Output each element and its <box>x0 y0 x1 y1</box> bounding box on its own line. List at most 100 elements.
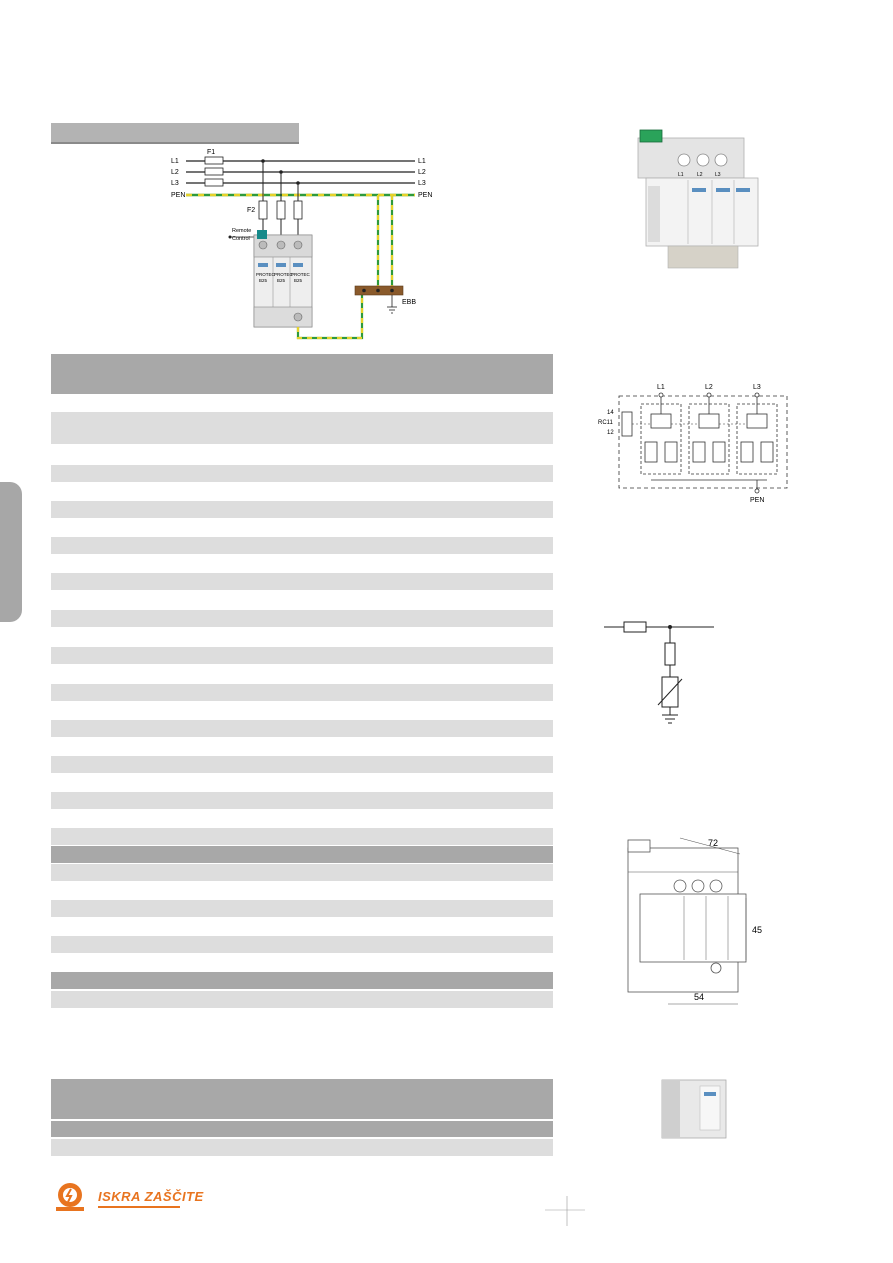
dimension-drawing: 72 45 54 <box>627 837 762 1005</box>
disconnector <box>746 413 768 429</box>
logo-bolt <box>65 1188 73 1203</box>
contact-label: RC11 <box>598 420 614 426</box>
line-label-right: PEN <box>418 192 432 199</box>
table-row <box>51 1139 553 1156</box>
table-row <box>51 756 553 773</box>
fuse-f1 <box>204 178 224 187</box>
varistor <box>740 441 754 463</box>
table-section-row <box>51 972 553 989</box>
module-photo <box>661 1079 727 1139</box>
table-row <box>51 900 553 917</box>
fuse-f2 <box>293 200 303 220</box>
earth-wire-stripe <box>296 295 364 340</box>
junction-dot <box>279 170 283 174</box>
terminal-screw <box>293 240 303 250</box>
phase-label: L3 <box>753 384 761 391</box>
contact-label: 12 <box>607 430 614 436</box>
company-logo-icon <box>56 1183 84 1211</box>
terminal-label: L2 <box>697 172 703 178</box>
table-row <box>51 684 553 701</box>
table-section-row <box>51 1121 553 1137</box>
status-window <box>736 188 750 192</box>
remote-terminal-block <box>257 230 267 239</box>
line-label-left: L1 <box>171 158 179 165</box>
fuse-symbol <box>664 642 676 666</box>
product-top-block <box>637 137 745 179</box>
table-row <box>51 792 553 809</box>
terminal-screw <box>258 240 268 250</box>
module-code: B25 <box>277 278 286 283</box>
junction-dot <box>261 159 265 163</box>
section-heading-bar <box>51 123 299 144</box>
module-brand: PROTEC <box>256 272 276 277</box>
phase-terminal <box>754 392 760 398</box>
line-label-right: L3 <box>418 180 426 187</box>
terminal-outline <box>691 879 705 893</box>
terminal-screw <box>276 240 286 250</box>
line-label-right: L1 <box>418 158 426 165</box>
table-row <box>51 828 553 845</box>
fuse-f2-label: F2 <box>247 207 255 214</box>
phase-label: L1 <box>657 384 665 391</box>
green-connector <box>639 129 663 143</box>
fuse-symbol <box>623 621 647 633</box>
side-tab <box>0 482 22 622</box>
module-code: B25 <box>294 278 303 283</box>
ebb-label: EBB <box>402 299 416 306</box>
dimension-line <box>679 837 741 855</box>
remote-contact <box>621 411 633 437</box>
crop-mark <box>545 1196 585 1226</box>
pen-terminal <box>754 488 760 494</box>
remote-terminal <box>228 235 232 239</box>
disconnector <box>650 413 672 429</box>
single-line-symbol <box>604 621 714 724</box>
contact-label: 14 <box>607 410 614 416</box>
table-row <box>51 501 553 518</box>
dimension-height: 45 <box>752 925 762 935</box>
fuse-f2 <box>276 200 286 220</box>
terminal-hole <box>714 153 728 167</box>
module-brand: PROTEC <box>291 272 311 277</box>
module-side <box>662 1080 680 1138</box>
terminal-hole <box>677 153 691 167</box>
pen-label: PEN <box>750 497 764 504</box>
status-window <box>716 188 730 192</box>
control-label: Control <box>232 236 250 242</box>
module-brand: PROTEC <box>274 272 294 277</box>
table-row <box>51 647 553 664</box>
disconnector <box>698 413 720 429</box>
product-photo: L1 L2 L3 <box>637 129 759 269</box>
phase-label: L2 <box>705 384 713 391</box>
status-window <box>258 263 268 267</box>
table-row <box>51 610 553 627</box>
module-face <box>699 1085 721 1131</box>
varistor <box>712 441 726 463</box>
wiring-diagram: L1 L2 L3 PEN L1 L2 L3 PEN F1 F2 Remote C… <box>171 149 432 340</box>
remote-label: Remote <box>232 228 251 234</box>
status-window <box>293 263 303 267</box>
phase-terminal <box>706 392 712 398</box>
status-window <box>704 1092 716 1096</box>
ebb-screw <box>376 288 380 293</box>
terminal-label: L1 <box>678 172 684 178</box>
varistor-slash <box>657 678 683 706</box>
line-label-left: L3 <box>171 180 179 187</box>
table-row <box>51 412 553 444</box>
table-row <box>51 720 553 737</box>
spd-module-base <box>253 306 313 328</box>
fuse-f1 <box>204 156 224 165</box>
table-row <box>51 864 553 881</box>
varistor <box>760 441 774 463</box>
terminal-outline <box>673 879 687 893</box>
terminal-hole <box>696 153 710 167</box>
company-logo-text: ISKRA ZAŠČITE <box>98 1189 204 1204</box>
product-side <box>648 186 660 242</box>
ebb-screw <box>362 288 366 293</box>
pen-screw <box>293 312 303 322</box>
fuse-f1 <box>204 167 224 176</box>
fuse-f2 <box>258 200 268 220</box>
table-section-row <box>51 846 553 863</box>
module-code: B25 <box>259 278 268 283</box>
varistor <box>664 441 678 463</box>
fuse-f1-label: F1 <box>207 149 215 156</box>
